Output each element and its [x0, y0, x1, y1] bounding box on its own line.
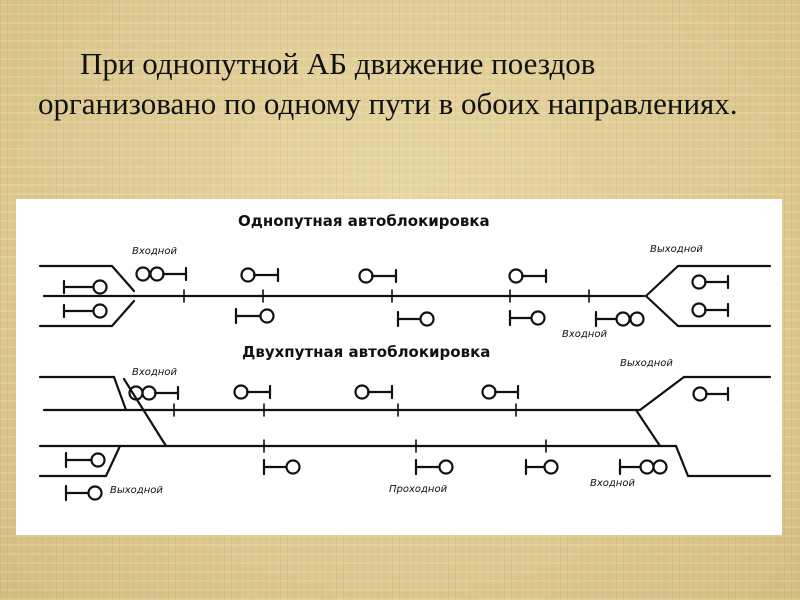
signaling-diagram: Однопутная автоблокировка Входной Выходн…	[16, 199, 782, 535]
signal-6	[508, 309, 546, 327]
signal-dt-entry-right	[618, 458, 668, 476]
signal-2	[358, 268, 398, 284]
label-dt-intermediate: Проходной	[389, 484, 448, 495]
signal-dt-exit-right	[692, 386, 730, 402]
signal-4	[234, 307, 275, 325]
single-track-rails	[38, 264, 772, 328]
signal-entry-left	[135, 266, 188, 282]
signal-3	[508, 268, 548, 284]
label-dt-exit-left: Выходной	[110, 485, 163, 496]
single-track-joints	[183, 289, 590, 303]
signal-5	[396, 310, 435, 328]
signal-dt-entry-left	[128, 385, 180, 401]
signal-entry-right	[594, 310, 645, 328]
label-dt-entry-left: Входной	[132, 367, 177, 378]
single-track-title: Однопутная автоблокировка	[238, 212, 490, 230]
signal-left-upper	[62, 279, 108, 295]
signal-1	[240, 267, 280, 283]
signal-dt-1	[233, 384, 272, 400]
track-diagram-svg: Однопутная автоблокировка Входной Выходн…	[38, 212, 772, 502]
label-st-exit-right: Выходной	[650, 244, 703, 255]
signal-dt-left-lower	[64, 451, 106, 469]
label-st-entry-right: Входной	[562, 329, 607, 340]
signal-exit-right-upper	[691, 274, 730, 290]
signal-dt-3	[481, 384, 520, 400]
signal-dt-intermediate	[414, 458, 454, 476]
double-track-joints	[173, 403, 547, 453]
signal-left-lower	[62, 303, 108, 319]
signal-exit-right-lower	[691, 302, 730, 318]
signal-dt-exit-left	[64, 484, 103, 502]
label-dt-exit-right: Выходной	[620, 358, 673, 369]
signal-dt-4	[262, 458, 301, 476]
label-st-entry-left: Входной	[132, 246, 177, 257]
slide-text: При однопутной АБ движение поездов орган…	[38, 46, 738, 121]
double-track-title: Двухпутная автоблокировка	[242, 343, 490, 361]
label-dt-entry-right: Входной	[590, 478, 635, 489]
signal-dt-5	[524, 458, 559, 476]
signal-dt-2	[354, 384, 394, 400]
double-track-rails	[38, 375, 772, 478]
